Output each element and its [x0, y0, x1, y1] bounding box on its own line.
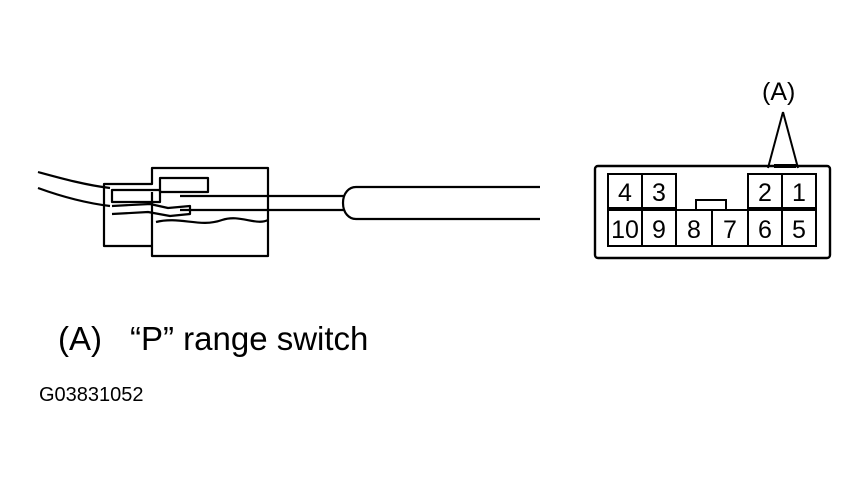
caption-label: (A) [58, 320, 102, 357]
pin-label-9: 9 [652, 216, 666, 244]
pin-cell-5 [781, 209, 817, 247]
callout-leader-pin-1 [782, 111, 799, 169]
highlight-bar [774, 164, 796, 168]
pin-label-10: 10 [611, 216, 639, 244]
pin-label-2: 2 [758, 179, 772, 207]
callout-label: (A) [762, 78, 795, 106]
connector-housing [102, 166, 270, 258]
pin-label-8: 8 [687, 216, 701, 244]
connector-outline [593, 164, 832, 260]
connector-with-probe [37, 166, 540, 258]
connector-key [695, 199, 727, 211]
pin-cell-3 [641, 173, 677, 209]
connector-latch [158, 176, 210, 194]
housing-seam [155, 217, 269, 224]
figure-id: G03831052 [39, 384, 144, 406]
pin-label-7: 7 [723, 216, 737, 244]
wire-lower [37, 186, 111, 208]
pin-label-6: 6 [758, 216, 772, 244]
pin-cell-1 [781, 173, 817, 209]
caption: (A) “P” range switch [58, 320, 368, 358]
pin-label-4: 4 [618, 179, 632, 207]
pin-label-3: 3 [652, 179, 666, 207]
pin-label-5: 5 [792, 216, 806, 244]
probe-handle [341, 185, 540, 221]
caption-text: “P” range switch [130, 320, 369, 357]
pin-label-1: 1 [792, 179, 806, 207]
wire-upper [37, 170, 111, 190]
connector-face [593, 111, 832, 260]
callout-leader-pin-2 [767, 111, 784, 169]
connector-terminal-upper [110, 188, 162, 204]
